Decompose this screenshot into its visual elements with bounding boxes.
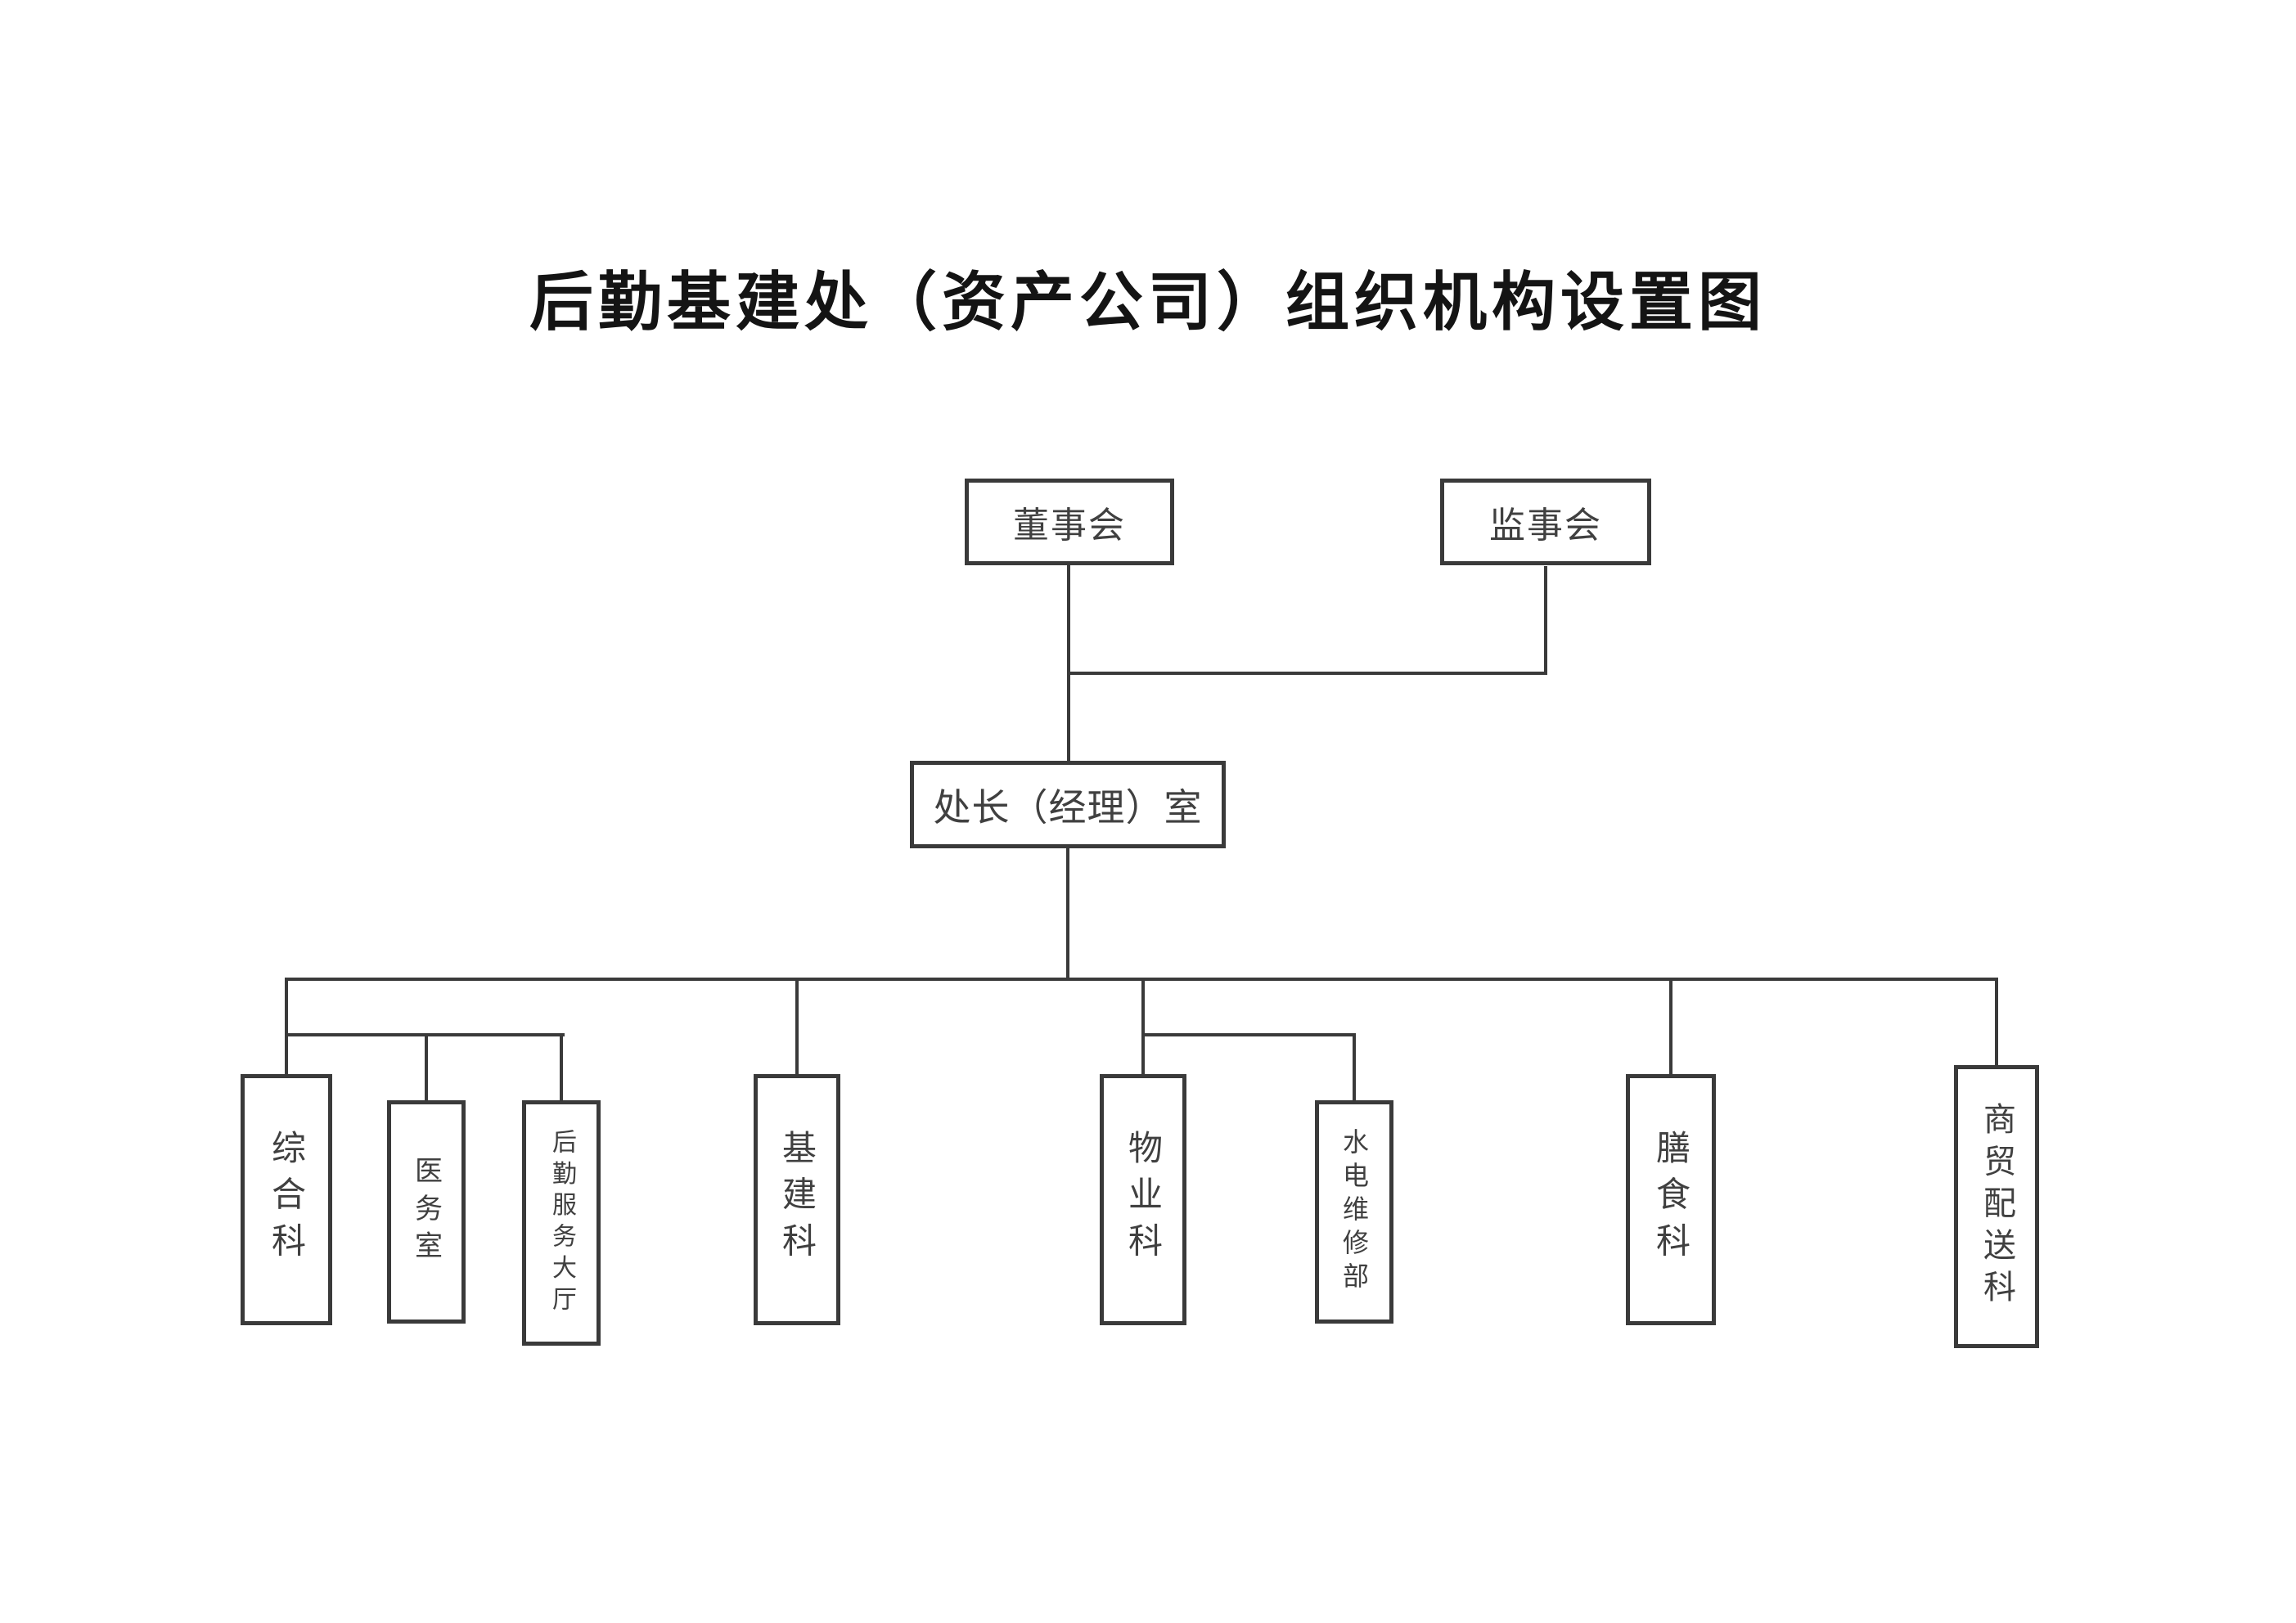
node-service-hall: 后勤服务大厅 <box>522 1100 601 1346</box>
diagram-title: 后勤基建处（资产公司）组织机构设置图 <box>529 266 1767 338</box>
node-supervisory: 监事会 <box>1440 479 1651 565</box>
node-utility-repair: 水电维修部 <box>1315 1100 1393 1324</box>
node-trade-distribution: 商贸配送科 <box>1954 1065 2039 1348</box>
node-property-label: 物业科 <box>1123 1130 1163 1270</box>
connector-property-drop <box>1141 978 1145 1074</box>
connector-utility-repair-drop <box>1353 1033 1356 1100</box>
connector-infrastructure-drop <box>795 978 799 1074</box>
connector-medical-drop <box>425 1033 428 1100</box>
node-board-label: 董事会 <box>1013 506 1126 546</box>
connector-service-hall-drop <box>560 1033 563 1100</box>
node-trade-distribution-label: 商贸配送科 <box>1979 1102 2015 1311</box>
node-general-affairs: 综合科 <box>241 1074 332 1325</box>
node-medical-office-label: 医务室 <box>410 1155 442 1269</box>
connector-dining-drop <box>1669 978 1672 1074</box>
node-infrastructure: 基建科 <box>754 1074 840 1325</box>
node-director-office: 处长（经理）室 <box>910 761 1226 848</box>
connector-general-drop <box>285 978 288 1074</box>
node-supervisory-label: 监事会 <box>1489 506 1602 546</box>
connector-supervisory-drop <box>1544 566 1547 675</box>
node-board: 董事会 <box>965 479 1174 565</box>
node-dining: 膳食科 <box>1626 1074 1716 1325</box>
connector-trade-drop <box>1995 978 1998 1065</box>
node-medical-office: 医务室 <box>387 1100 466 1324</box>
node-general-affairs-label: 综合科 <box>267 1130 306 1270</box>
connector-board-to-office <box>1067 564 1070 761</box>
node-dining-label: 膳食科 <box>1651 1130 1690 1270</box>
connector-governance-horizontal <box>1067 672 1547 675</box>
node-director-office-label: 处长（经理）室 <box>933 785 1203 829</box>
node-property: 物业科 <box>1100 1074 1186 1325</box>
connector-office-drop <box>1066 848 1069 979</box>
node-utility-repair-label: 水电维修部 <box>1339 1128 1369 1296</box>
node-infrastructure-label: 基建科 <box>777 1130 817 1270</box>
connector-property-sub-horizontal <box>1141 1033 1356 1036</box>
node-service-hall-label: 后勤服务大厅 <box>548 1128 575 1318</box>
